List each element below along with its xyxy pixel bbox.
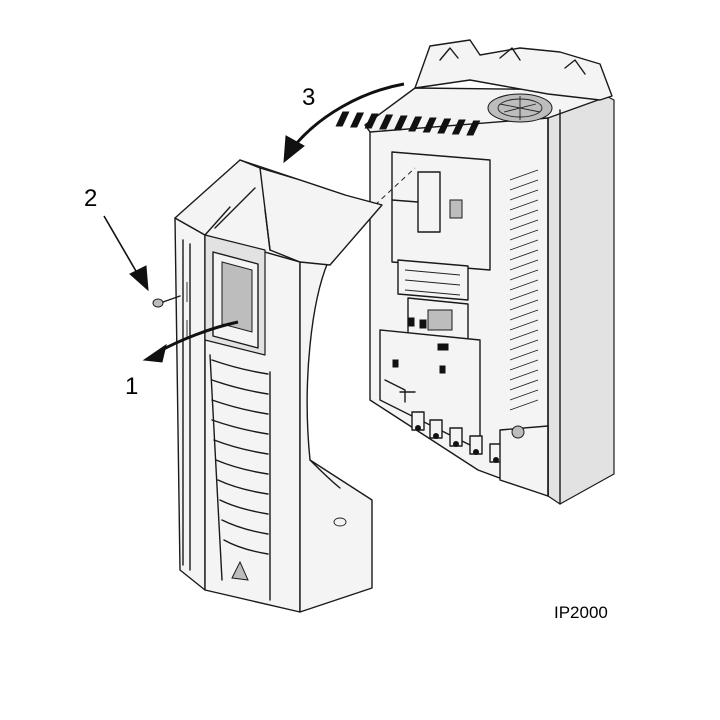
step-label-3: 3: [302, 84, 316, 111]
step-label-2: 2: [84, 185, 98, 212]
screw: [152, 295, 181, 308]
arrow-2: [103, 215, 149, 292]
arrow-3: [283, 82, 405, 164]
front-cover: [174, 159, 383, 613]
figure-code: IP2000: [554, 603, 608, 622]
arrow-1: [142, 320, 239, 363]
step-label-1: 1: [125, 373, 139, 400]
drive-unit: [335, 39, 615, 505]
